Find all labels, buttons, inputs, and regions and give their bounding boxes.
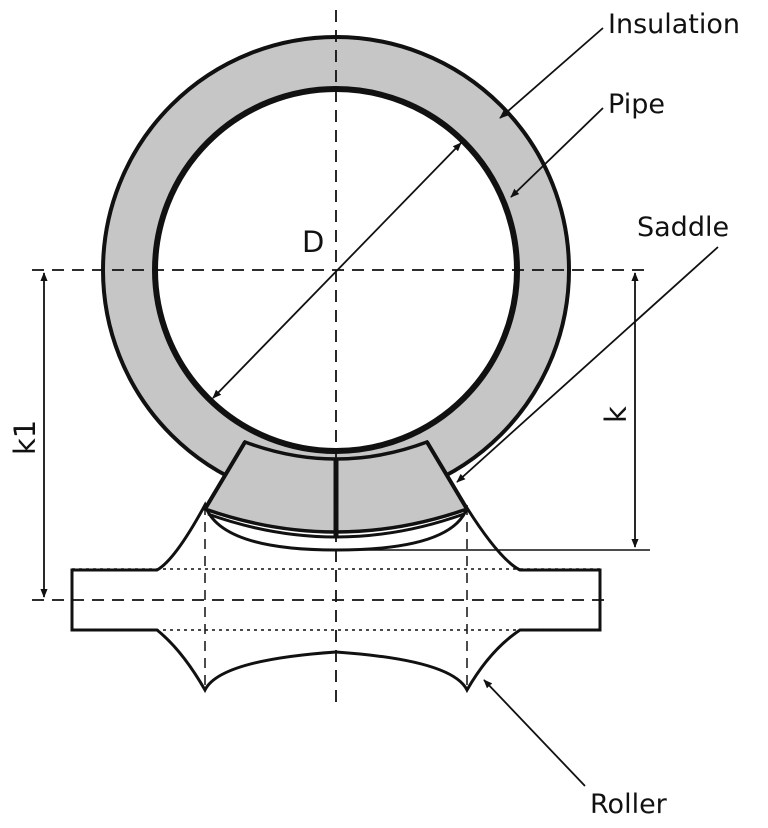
insulation-leader	[499, 27, 604, 119]
saddle-divider-right	[425, 440, 469, 511]
k-label: k	[599, 406, 633, 423]
saddle-divider-left	[203, 440, 247, 511]
pipe-label: Pipe	[608, 89, 665, 120]
saddle-leader	[456, 246, 719, 483]
k1-label: k1	[8, 420, 42, 455]
roller-label: Roller	[590, 789, 668, 820]
insulation-label: Insulation	[608, 9, 740, 40]
pipe-leader	[510, 107, 604, 198]
diameter-dimension	[212, 142, 462, 399]
diameter-label: D	[302, 225, 324, 259]
saddle-label: Saddle	[637, 212, 729, 243]
roller-leader	[483, 679, 586, 787]
